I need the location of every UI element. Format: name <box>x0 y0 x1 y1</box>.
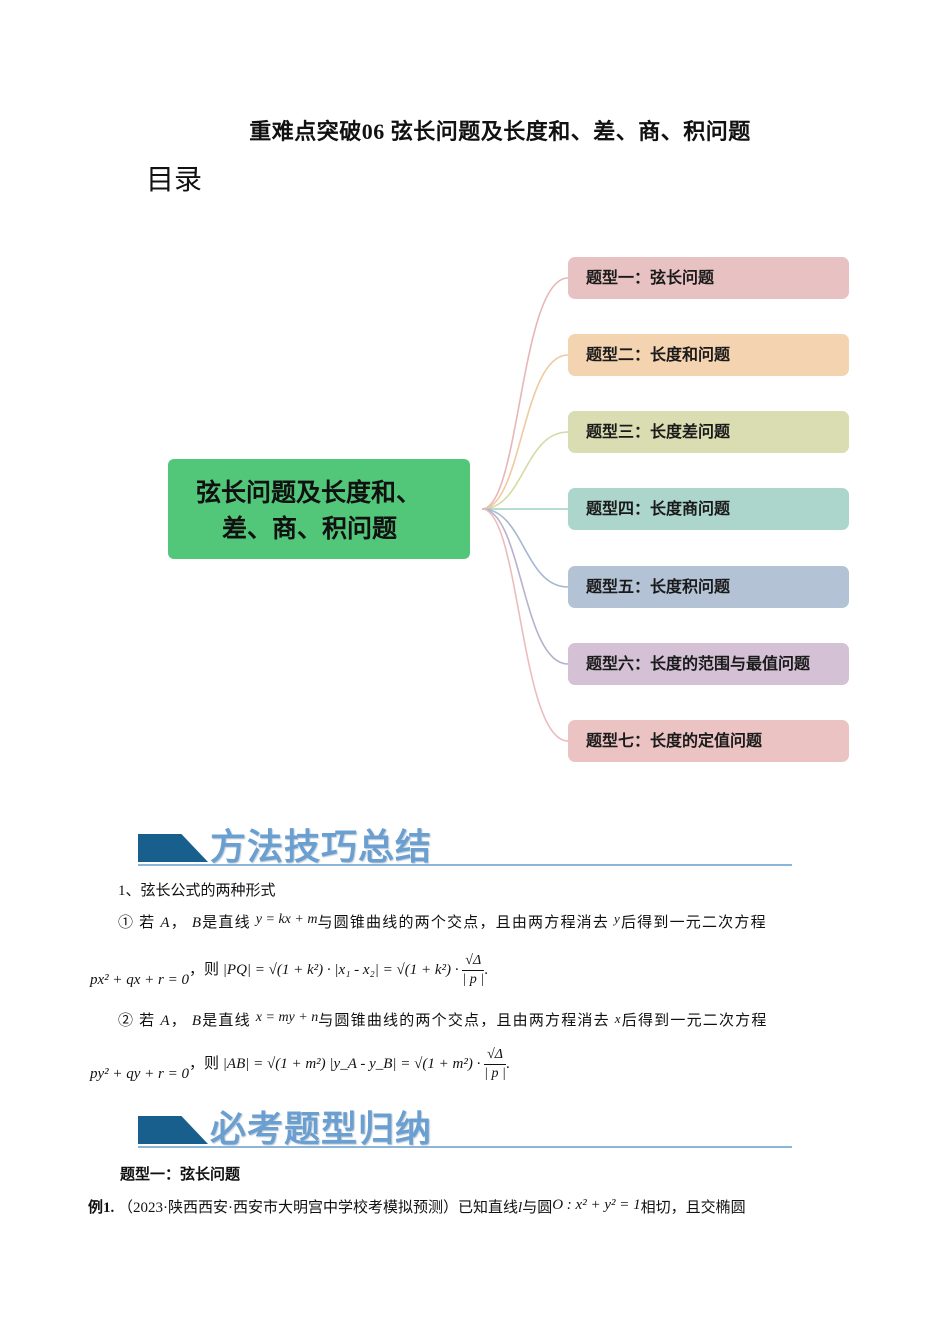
banner-block-shape <box>138 1116 208 1144</box>
example1-source: （2023·陕西西安·西安市大明宫中学校考模拟预测） <box>118 1200 459 1216</box>
period: . <box>484 961 488 978</box>
central-node-line2: 差、商、积问题 <box>222 514 398 543</box>
example1-text-c: 相切，且交椭圆 <box>640 1200 746 1216</box>
case2-text-a: 若 <box>139 1013 156 1029</box>
mindmap-branch-type7[interactable]: 题型七：长度的定值问题 <box>568 720 849 762</box>
example1-text-b: 与圆 <box>522 1200 553 1216</box>
case1-line-equation: y = kx + m <box>255 912 318 927</box>
connector-1 <box>481 277 569 510</box>
case2-line-equation: x = my + n <box>255 1010 319 1025</box>
case1-chord-formula: |PQ| = √(1 + k²) · |x₁ - x₂| = √(1 + k²)… <box>222 961 459 978</box>
case1-marker: ① <box>118 915 135 931</box>
period: . <box>505 1055 510 1072</box>
case1-text-c: 与圆锥曲线的两个交点，且由两方程消去 <box>317 915 610 931</box>
mindmap-central-node: 弦长问题及长度和、 差、商、积问题 <box>168 459 470 559</box>
connector-2 <box>481 354 569 510</box>
case2-marker: ② <box>118 1013 135 1029</box>
case1-fraction: √Δ | p | <box>462 952 485 989</box>
case2-then: ，则 <box>189 1055 220 1072</box>
case2-text-d: 后得到一元二次方程 <box>621 1013 768 1029</box>
point-a: A <box>160 1013 171 1029</box>
fraction-numerator: √Δ <box>462 952 485 971</box>
example1-paragraph: 例1. （2023·陕西西安·西安市大明宫中学校考模拟预测）已知直线l与圆O :… <box>88 1197 868 1219</box>
document-title: 重难点突破06 弦长问题及长度和、差、商、积问题 <box>249 119 751 144</box>
method-case1-formula: px² + qx + r = 0，则 |PQ| = √(1 + k²) · |x… <box>90 952 488 989</box>
mindmap-connectors <box>481 277 569 742</box>
line-l: l <box>518 1200 523 1216</box>
mindmap-branch-type4[interactable]: 题型四：长度商问题 <box>568 488 849 530</box>
case2-eliminated-var: x <box>614 1011 622 1026</box>
example1-label: 例1. <box>88 1200 115 1216</box>
example1-text-a: 已知直线 <box>458 1200 519 1216</box>
connector-7 <box>481 508 569 742</box>
case1-text-d: 后得到一元二次方程 <box>620 915 767 931</box>
connector-6 <box>481 508 569 665</box>
banner-rule <box>138 1146 792 1148</box>
comma: ， <box>170 915 187 931</box>
mindmap-branch-type1[interactable]: 题型一：弦长问题 <box>568 257 849 299</box>
methods-section-banner: 方法技巧总结 <box>138 820 792 868</box>
comma: ， <box>170 1013 187 1029</box>
method-case1-text: ① 若 A， B是直线 y = kx + m与圆锥曲线的两个交点，且由两方程消去… <box>118 911 878 935</box>
connector-5 <box>481 508 569 588</box>
mindmap-branch-type5[interactable]: 题型五：长度积问题 <box>568 566 849 608</box>
banner-block-shape <box>138 834 208 862</box>
case2-text-c: 与圆锥曲线的两个交点，且由两方程消去 <box>318 1013 610 1029</box>
case1-then: ，则 <box>189 961 220 978</box>
method-case2-text: ② 若 A， B是直线 x = my + n与圆锥曲线的两个交点，且由两方程消去… <box>118 1010 878 1033</box>
circle-equation: O : x² + y² = 1 <box>552 1197 641 1213</box>
fraction-denominator: | p | <box>484 1066 506 1081</box>
method-case2-formula: py² + qy + r = 0，则 |AB| = √(1 + m²) |y_A… <box>90 1046 510 1083</box>
methods-banner-title: 方法技巧总结 <box>210 826 433 868</box>
case1-text-b: 是直线 <box>202 915 251 931</box>
case1-eliminated-var: y <box>614 911 621 926</box>
case1-text-a: 若 <box>139 915 156 931</box>
mindmap-branch-type3[interactable]: 题型三：长度差问题 <box>568 411 849 453</box>
case2-text-b: 是直线 <box>202 1013 251 1029</box>
case2-chord-formula: |AB| = √(1 + m²) |y_A - y_B| = √(1 + m²)… <box>222 1055 481 1072</box>
method-item1-title: 1、弦长公式的两种形式 <box>118 883 276 899</box>
connector-3 <box>481 431 569 510</box>
types-section-banner: 必考题型归纳 <box>138 1102 792 1150</box>
point-b: B <box>191 915 203 931</box>
fraction-numerator: √Δ <box>484 1046 506 1065</box>
toc-heading: 目录 <box>146 163 203 196</box>
point-b: B <box>191 1013 203 1029</box>
case1-quadratic: px² + qx + r = 0 <box>90 971 190 988</box>
case2-quadratic: py² + qy + r = 0 <box>90 1065 190 1082</box>
case2-fraction: √Δ | p | <box>484 1046 506 1083</box>
central-node-line1: 弦长问题及长度和、 <box>196 478 422 507</box>
point-a: A <box>160 915 171 931</box>
banner-rule <box>138 864 792 866</box>
type1-heading: 题型一：弦长问题 <box>120 1167 241 1183</box>
mindmap-branch-type2[interactable]: 题型二：长度和问题 <box>568 334 849 376</box>
types-banner-title: 必考题型归纳 <box>210 1108 433 1150</box>
fraction-denominator: | p | <box>462 972 485 987</box>
mindmap-branch-type6[interactable]: 题型六：长度的范围与最值问题 <box>568 643 849 685</box>
